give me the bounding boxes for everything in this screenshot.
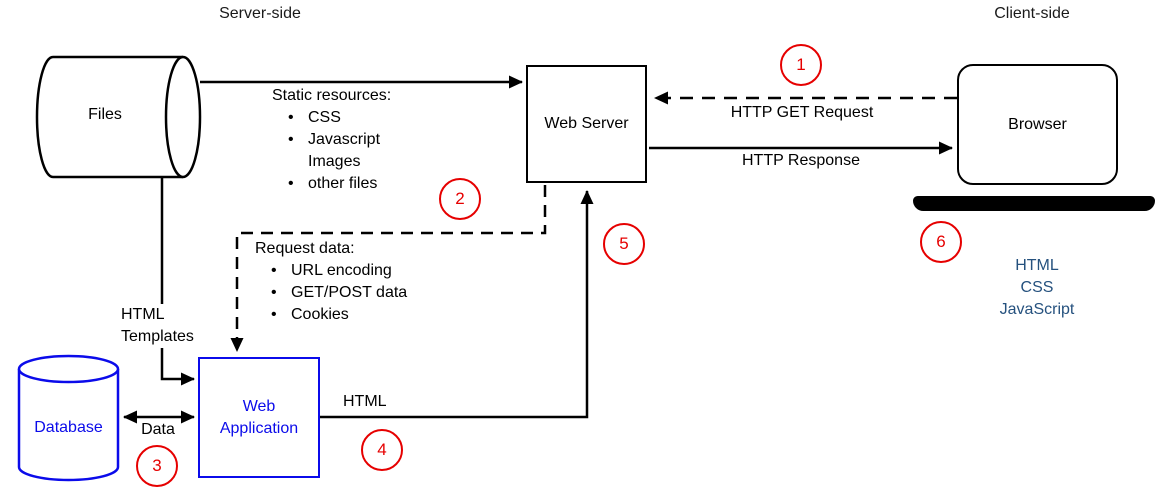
list-item-text: Cookies xyxy=(291,306,349,323)
list-item-text: Images xyxy=(308,153,361,170)
list-item: • other files xyxy=(272,173,391,195)
http-get-request-label: HTTP GET Request xyxy=(730,104,874,121)
list-item-text: URL encoding xyxy=(291,262,392,279)
html-templates-line1: HTML xyxy=(121,306,165,323)
client-side-label: Client-side xyxy=(994,5,1070,22)
connector-webapp-to-webserver xyxy=(320,190,594,419)
server-side-label: Server-side xyxy=(219,5,301,22)
client-output-line: JavaScript xyxy=(999,301,1075,318)
list-item-text: Javascript xyxy=(308,131,381,148)
html-templates-label: HTML Templates xyxy=(118,304,197,348)
web-server-label: Web Server xyxy=(544,115,629,132)
request-data-note: Request data: • URL encoding • GET/POST … xyxy=(255,238,407,326)
bullet-glyph: • xyxy=(288,109,294,126)
static-resources-note: Static resources: • CSS • Javascript Ima… xyxy=(272,85,391,195)
request-data-title: Request data: xyxy=(255,240,355,257)
laptop-base-shape xyxy=(913,196,1155,211)
web-server-node: Web Server xyxy=(526,65,647,183)
client-output-line: HTML xyxy=(1015,257,1059,274)
data-label: Data xyxy=(141,421,175,438)
list-item: • Javascript xyxy=(272,129,391,151)
web-application-label: Web Application xyxy=(219,397,299,437)
callout-6: 6 xyxy=(920,221,962,263)
list-item: • URL encoding xyxy=(255,260,407,282)
html-label: HTML xyxy=(343,393,387,410)
connector-files-to-webapp xyxy=(160,177,195,386)
bullet-glyph: • xyxy=(271,284,277,301)
database-node-label: Database xyxy=(34,419,103,436)
database-cylinder-shape xyxy=(17,354,120,482)
callout-4: 4 xyxy=(361,429,403,471)
callout-3: 3 xyxy=(136,445,178,487)
bullet-glyph: • xyxy=(271,262,277,279)
list-item: • Cookies xyxy=(255,304,407,326)
client-output-text: HTML CSS JavaScript xyxy=(957,255,1117,321)
list-item: • CSS xyxy=(272,107,391,129)
files-node-label: Files xyxy=(88,106,122,123)
files-cylinder-shape xyxy=(35,55,202,179)
html-templates-line2: Templates xyxy=(121,328,194,345)
browser-label: Browser xyxy=(1008,115,1067,133)
bullet-glyph: • xyxy=(288,131,294,148)
http-response-label: HTTP Response xyxy=(742,152,860,169)
list-item: Images xyxy=(272,151,391,173)
list-item: • GET/POST data xyxy=(255,282,407,304)
bullet-glyph: • xyxy=(288,175,294,192)
browser-node: Browser xyxy=(957,64,1118,185)
web-application-node: Web Application xyxy=(198,357,320,478)
bullet-glyph: • xyxy=(271,306,277,323)
list-item-text: GET/POST data xyxy=(291,284,408,301)
list-item-text: CSS xyxy=(308,109,341,126)
callout-2: 2 xyxy=(439,178,481,220)
bullet-glyph xyxy=(288,151,308,173)
client-output-line: CSS xyxy=(1020,279,1054,296)
callout-1: 1 xyxy=(780,44,822,86)
list-item-text: other files xyxy=(308,175,378,192)
static-resources-title: Static resources: xyxy=(272,87,392,104)
connector-requestdata-to-webapp xyxy=(230,185,547,352)
callout-5: 5 xyxy=(603,223,645,265)
